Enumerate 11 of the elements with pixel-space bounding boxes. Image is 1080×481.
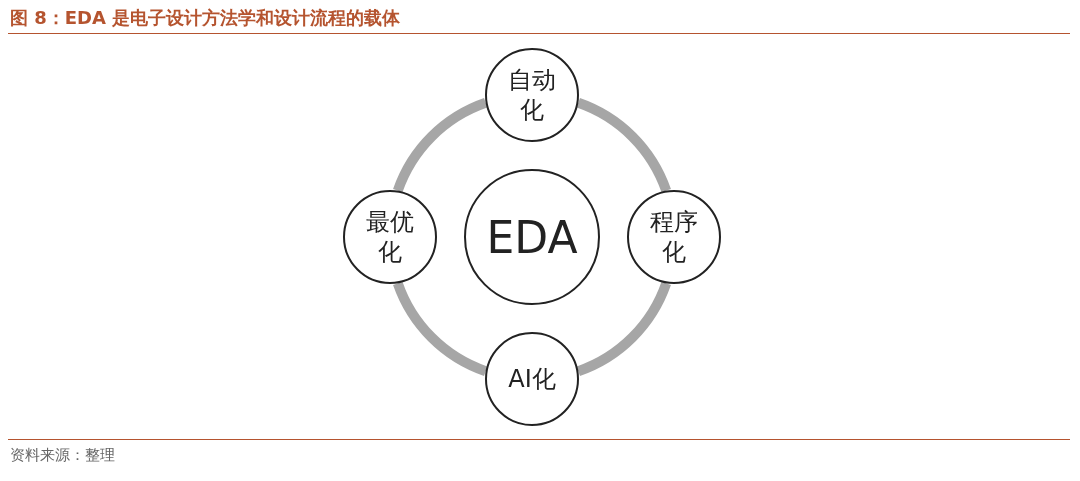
ring-arc	[393, 281, 488, 376]
ring-arc	[393, 98, 488, 193]
source-note: 资料来源：整理	[10, 446, 115, 465]
stage-circle: 最优化	[343, 190, 437, 284]
stage-circle: 自动化	[485, 48, 579, 142]
ring-arc	[576, 98, 671, 193]
stage-circle: 程序化	[627, 190, 721, 284]
center-circle: EDA	[464, 169, 600, 305]
figure-title: 图 8：EDA 是电子设计方法学和设计流程的载体	[10, 6, 401, 30]
ring-arc	[576, 281, 671, 376]
stage-circle: AI化	[485, 332, 579, 426]
